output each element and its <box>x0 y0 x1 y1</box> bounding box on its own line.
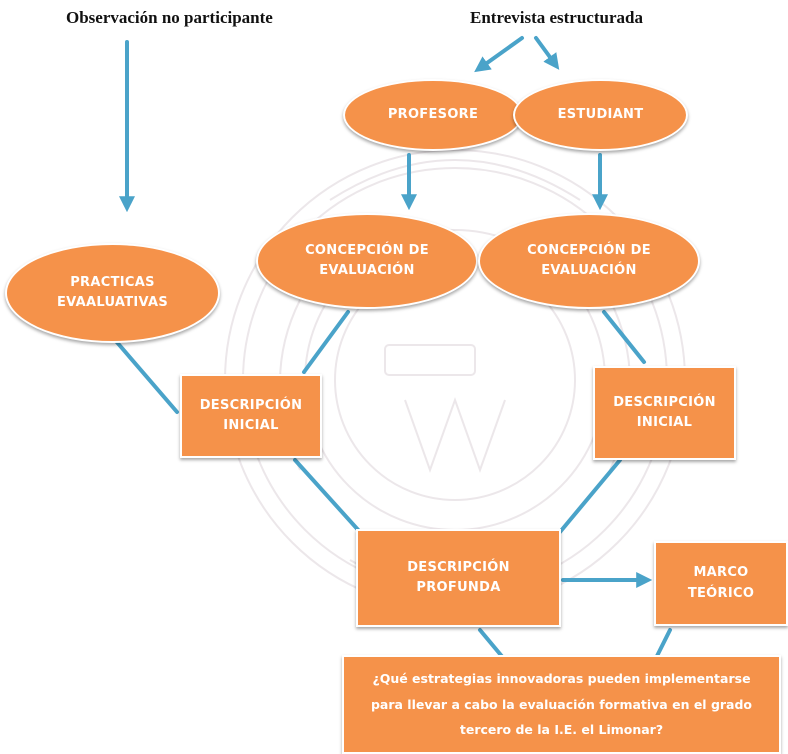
heading-entrevista: Entrevista estructurada <box>470 8 643 27</box>
node-concepcion-profesor: CONCEPCIÓN DE EVALUACIÓN <box>256 213 478 309</box>
heading-observacion: Observación no participante <box>66 8 273 27</box>
node-research-question-label: ¿Qué estrategias innovadoras pueden impl… <box>370 671 753 738</box>
line-concepcion-right-to-descripcion-inicial <box>602 310 646 364</box>
arrow-entrevista-to-estudiant <box>534 36 560 70</box>
node-descripcion-inicial-right: DESCRIPCIÓN INICIAL <box>593 366 736 460</box>
node-descripcion-inicial-right-label: DESCRIPCIÓN INICIAL <box>613 394 716 430</box>
node-estudiant: ESTUDIANT <box>513 79 688 151</box>
node-descripcion-profunda: DESCRIPCIÓN PROFUNDA <box>356 529 561 627</box>
node-concepcion-estudiante: CONCEPCIÓN DE EVALUACIÓN <box>478 213 700 309</box>
line-descripcion-inicial-left-to-profunda <box>293 458 362 534</box>
line-descripcion-inicial-right-to-profunda <box>558 458 622 534</box>
node-profesore: PROFESORE <box>343 79 523 151</box>
line-concepcion-left-to-descripcion-inicial <box>302 310 350 374</box>
node-estudiant-label: ESTUDIANT <box>557 106 644 122</box>
node-practicas-evaluativas-label: PRACTICAS EVAALUATIVAS <box>56 274 169 310</box>
line-practicas-to-descripcion-inicial <box>113 338 179 414</box>
node-descripcion-inicial-left: DESCRIPCIÓN INICIAL <box>180 374 322 458</box>
node-marco-teorico: MARCO TEÓRICO <box>654 541 788 626</box>
node-descripcion-profunda-label: DESCRIPCIÓN PROFUNDA <box>407 559 510 595</box>
node-descripcion-inicial-left-label: DESCRIPCIÓN INICIAL <box>199 397 303 433</box>
node-concepcion-profesor-label: CONCEPCIÓN DE EVALUACIÓN <box>305 242 429 278</box>
node-marco-teorico-label: MARCO TEÓRICO <box>687 565 755 601</box>
node-concepcion-estudiante-label: CONCEPCIÓN DE EVALUACIÓN <box>527 242 651 278</box>
arrow-entrevista-to-profesore <box>474 36 524 73</box>
node-profesore-label: PROFESORE <box>387 106 479 122</box>
node-practicas-evaluativas: PRACTICAS EVAALUATIVAS <box>5 243 220 343</box>
node-research-question: ¿Qué estrategias innovadoras pueden impl… <box>342 655 781 754</box>
